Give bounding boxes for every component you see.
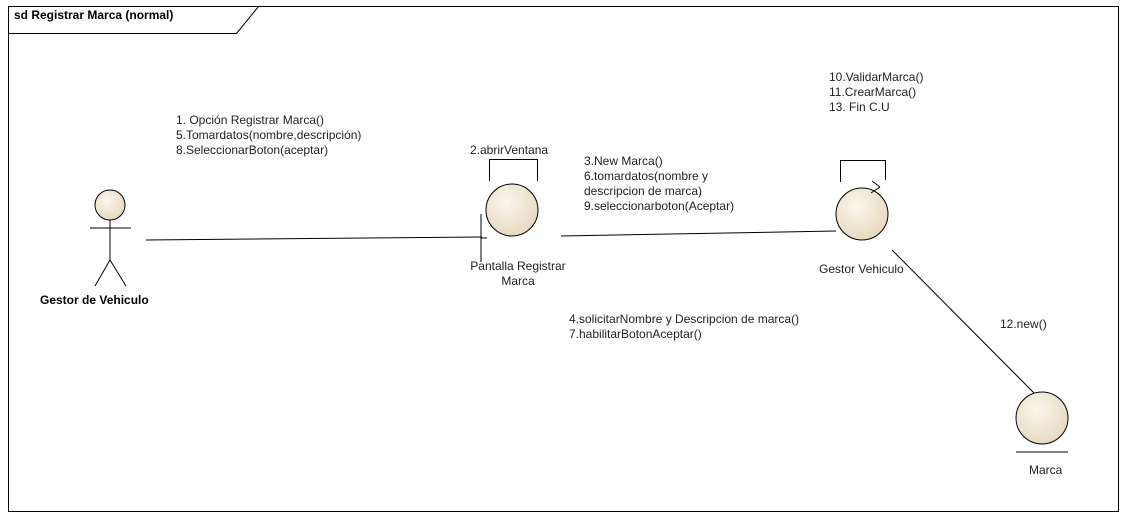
link-control-entity: [891, 249, 1035, 394]
messages-actor-to-boundary: 1. Opción Registrar Marca() 5.Tomardatos…: [176, 113, 361, 158]
control-object-icon[interactable]: [835, 180, 889, 241]
messages-control-self: 10.ValidarMarca() 11.CrearMarca() 13. Fi…: [829, 70, 923, 115]
message-5: 5.Tomardatos(nombre,descripción): [176, 128, 362, 142]
message-12: 12.new(): [1000, 317, 1047, 331]
frame-border: [8, 6, 1119, 512]
message-9: 9.seleccionarboton(Aceptar): [584, 199, 735, 213]
boundary-name-line2: Marca: [501, 274, 535, 288]
messages-control-to-boundary: 4.solicitarNombre y Descripcion de marca…: [569, 312, 799, 342]
message-8: 8.SeleccionarBoton(aceptar): [176, 143, 329, 157]
actor-icon[interactable]: [90, 189, 131, 287]
boundary-object-name: Pantalla Registrar Marca: [448, 259, 588, 289]
boundary-self-loop: [489, 159, 538, 181]
entity-object-icon[interactable]: [1015, 391, 1069, 453]
message-10: 10.ValidarMarca(): [829, 70, 924, 84]
message-3: 3.New Marca(): [584, 154, 663, 168]
message-7: 7.habilitarBotonAceptar(): [569, 327, 702, 341]
boundary-object-icon[interactable]: [480, 183, 539, 262]
message-1: 1. Opción Registrar Marca(): [176, 113, 325, 127]
control-self-loop: [840, 160, 886, 182]
boundary-name-line1: Pantalla Registrar: [470, 259, 566, 273]
message-4: 4.solicitarNombre y Descripcion de marca…: [569, 312, 800, 326]
message-13: 13. Fin C.U: [829, 100, 890, 114]
link-actor-boundary: [145, 236, 483, 241]
link-boundary-control: [560, 230, 837, 237]
message-6: 6.tomardatos(nombre y: [584, 169, 709, 183]
actor-name: Gestor de Vehiculo: [40, 293, 149, 307]
frame-title: sd Registrar Marca (normal): [14, 8, 174, 22]
message-6-cont: descripcion de marca): [584, 184, 703, 198]
messages-boundary-to-control: 3.New Marca() 6.tomardatos(nombre y desc…: [584, 154, 734, 214]
frame-title-tab: [8, 6, 259, 34]
message-2: 2.abrirVentana: [470, 143, 549, 157]
control-object-name: Gestor Vehiculo: [819, 262, 904, 276]
entity-object-name: Marca: [1029, 463, 1063, 477]
message-11: 11.CrearMarca(): [829, 85, 917, 99]
